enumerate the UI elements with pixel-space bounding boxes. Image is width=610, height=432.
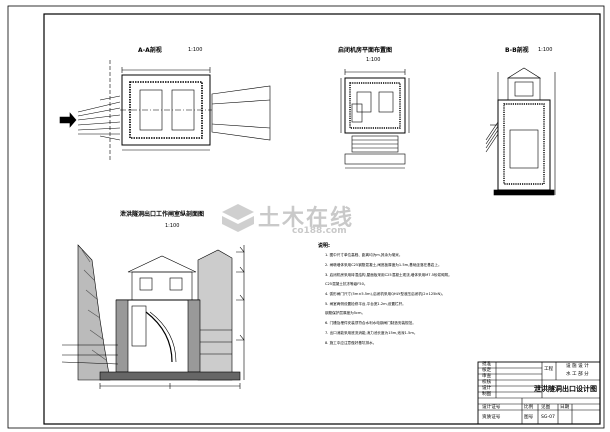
note-line: 8. 施工中应注意做好基坑排水。 — [325, 341, 377, 345]
hoist-plan-title: 启闭机房平面布置图 — [338, 47, 393, 54]
longitudinal-scale: 1:100 — [165, 223, 180, 229]
tb-key: 图号 — [524, 415, 534, 420]
drawing-name: 泄洪隧洞出口设计图 — [534, 385, 597, 393]
tb-dept-line: 水 工 部 分 — [566, 372, 589, 377]
outer-border — [7, 5, 605, 429]
tb-role: 核定 — [482, 368, 492, 373]
tb-role: 批准 — [482, 362, 492, 367]
tb-bottom-left: 设计证号 — [482, 405, 501, 410]
tb-key: 日期 — [560, 405, 570, 410]
section-aa-scale: 1:100 — [188, 47, 203, 53]
tb-value: 见图 — [541, 405, 551, 410]
section-bb-title: B-B剖视 — [505, 47, 529, 54]
tb-role: 制图 — [482, 392, 492, 397]
tb-key: 比例 — [524, 405, 534, 410]
tb-role: 审查 — [482, 374, 492, 379]
note-line: 3. 启闭机房采用砖混结构,屋面板采用C25混凝土现浇,墙体采用M7.5砂浆砌筑… — [325, 273, 452, 277]
hoist-plan-drawing — [340, 69, 410, 169]
tb-company-label: 工程 — [544, 367, 554, 372]
tb-value: SG-07 — [541, 415, 555, 420]
watermark-url: co188.com — [292, 226, 347, 236]
note-line: 4. 弧形闸门尺寸(5m×5.5m),启闭机采用QHLY型液压启闭机(2×125… — [325, 292, 446, 296]
note-line: 5. 闸室两侧设置检修平台,平台宽1.2m,设置栏杆。 — [325, 302, 406, 306]
tb-role: 设计 — [482, 386, 492, 391]
watermark-text: 土木在线 — [258, 206, 355, 231]
title-block-frame — [477, 361, 601, 425]
section-aa-title: A-A剖视 — [138, 47, 162, 54]
note-line: 6. 门槽及埋件安装须符合水利水电钢闸门制造安装规范。 — [325, 321, 416, 325]
note-line: 7. 出口消能采用底流消能,消力池长度为15m,池深1.5m。 — [325, 331, 418, 335]
hoist-plan-scale: 1:100 — [366, 57, 381, 63]
note-line: 1. 图中尺寸单位高程、距离均为m,其余为毫米。 — [325, 253, 403, 257]
tb-role: 校核 — [482, 380, 492, 385]
watermark-logo-icon — [222, 204, 254, 232]
section-bb-drawing — [485, 67, 556, 196]
note-line: 钢筋保护层厚度为5cm。 — [325, 311, 366, 315]
longitudinal-section-drawing — [61, 244, 245, 389]
longitudinal-title: 泄洪隧洞出口工作闸室纵剖面图 — [120, 211, 205, 218]
note-line: C25混凝土抗冻等级F50。 — [325, 282, 368, 286]
notes-heading: 说明: — [318, 243, 330, 249]
tb-dept-line: 设 施 设 计 — [566, 364, 589, 369]
note-line: 2. 闸墩墙体采用C25钢筋混凝土,闸底板厚度为1.5m,基础坐落在基岩上。 — [325, 263, 442, 267]
section-bb-scale: 1:100 — [538, 47, 553, 53]
tb-bottom-left: 资质证号 — [482, 415, 501, 420]
inner-border — [43, 13, 601, 425]
section-aa-drawing — [59, 60, 271, 160]
